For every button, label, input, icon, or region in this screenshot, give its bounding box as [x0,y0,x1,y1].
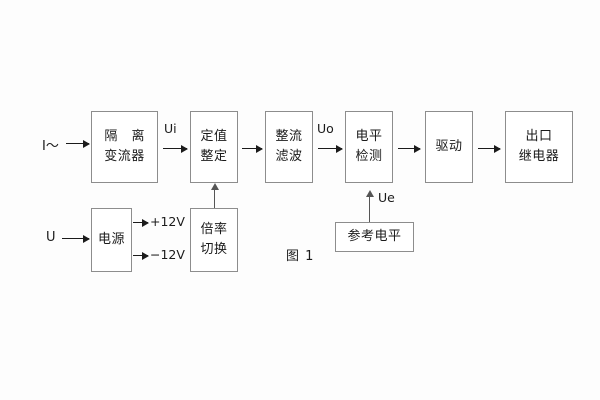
arrow-voltage-to-power [62,234,90,243]
arrow-current-to-isolation [66,139,90,148]
block-ratio-switch[interactable]: 倍率 切换 [190,208,238,272]
rail-negative-label: −12V [150,247,185,262]
block-output-relay-line1: 出口 [525,128,553,144]
block-level-detect[interactable]: 电平 检测 [345,111,393,183]
block-reference-level[interactable]: 参考电平 [335,222,414,252]
block-isolation-ct[interactable]: 隔 离 变流器 [91,111,158,183]
figure-caption: 图 1 [286,249,315,264]
arrow-ratio-to-setting [210,183,219,208]
block-drive-line1: 驱动 [435,138,463,154]
block-power-supply-line1: 电源 [97,231,125,247]
arrow-drive-to-output [478,144,501,153]
arrow-rail-negative [133,251,149,260]
block-setting-value-line1: 定值 [200,128,228,144]
block-ratio-switch-line1: 倍率 [200,221,228,237]
signal-label-ue: Ue [378,190,395,205]
block-level-detect-line2: 检测 [355,149,383,164]
arrow-reference-to-level [365,190,374,222]
block-rectify-filter[interactable]: 整流 滤波 [265,111,313,183]
block-isolation-ct-line2: 变流器 [104,149,145,164]
arrow-level-to-drive [398,144,421,153]
block-isolation-ct-line1: 隔 离 [104,128,150,144]
block-power-supply[interactable]: 电源 [91,208,132,272]
signal-label-ui: Ui [164,121,177,136]
current-input-label: I～ [42,139,59,154]
arrow-rectify-to-level [318,144,343,153]
arrow-isolation-to-setting [163,144,188,153]
block-drive[interactable]: 驱动 [425,111,473,183]
block-output-relay-line2: 继电器 [518,149,560,164]
block-rectify-filter-line1: 整流 [275,128,303,144]
voltage-input-label: U [46,230,56,245]
block-setting-value[interactable]: 定值 整定 [190,111,238,183]
signal-label-uo: Uo [317,121,334,136]
block-rectify-filter-line2: 滤波 [275,149,303,164]
block-ratio-switch-line2: 切换 [200,242,228,257]
arrow-setting-to-rectify [242,144,263,153]
block-reference-level-line1: 参考电平 [347,228,402,244]
rail-positive-label: +12V [150,214,185,229]
arrow-rail-positive [133,218,149,227]
block-output-relay[interactable]: 出口 继电器 [505,111,573,183]
block-level-detect-line1: 电平 [355,128,383,144]
block-setting-value-line2: 整定 [200,149,228,164]
